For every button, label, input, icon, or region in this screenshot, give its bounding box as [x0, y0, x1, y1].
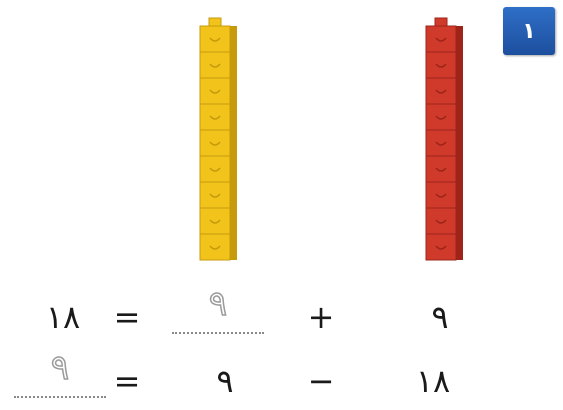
- red-cube: [426, 208, 456, 234]
- yellow-cube: [200, 156, 230, 182]
- yellow-cube-stack: [200, 18, 237, 260]
- exercise-number: ١: [522, 19, 535, 44]
- yellow-cube: [200, 234, 230, 260]
- red-side: [456, 26, 463, 260]
- yellow-cube: [200, 130, 230, 156]
- yellow-cube: [200, 182, 230, 208]
- addend-value: ٩: [420, 292, 460, 342]
- yellow-cube: [200, 26, 230, 52]
- yellow-cube: [200, 78, 230, 104]
- red-cube: [426, 78, 456, 104]
- yellow-cube: [200, 52, 230, 78]
- red-cube: [426, 52, 456, 78]
- red-cube: [426, 156, 456, 182]
- minuend-value: ١٨: [398, 356, 468, 406]
- answer-blank[interactable]: ٩: [172, 292, 264, 334]
- sum-value: ١٨: [28, 292, 98, 342]
- equation-addition: ١٨ = ٩ + ٩: [0, 292, 563, 342]
- red-cube: [426, 130, 456, 156]
- traced-digit: ٩: [172, 284, 264, 324]
- equals-sign: =: [112, 292, 142, 342]
- red-cube: [426, 182, 456, 208]
- red-cube: [426, 234, 456, 260]
- equals-sign: =: [112, 356, 142, 406]
- plus-sign: +: [306, 292, 336, 342]
- equation-subtraction: ٩ = ٩ − ١٨: [0, 356, 563, 406]
- yellow-cube: [200, 104, 230, 130]
- answer-blank[interactable]: ٩: [14, 356, 106, 398]
- yellow-side: [230, 26, 237, 260]
- yellow-cube: [200, 208, 230, 234]
- red-cube: [426, 104, 456, 130]
- exercise-number-badge: ١: [503, 7, 555, 55]
- minus-sign: −: [306, 356, 336, 406]
- red-cube: [426, 26, 456, 52]
- subtrahend-value: ٩: [205, 356, 245, 406]
- traced-digit: ٩: [14, 348, 106, 388]
- red-cube-stack: [426, 18, 463, 260]
